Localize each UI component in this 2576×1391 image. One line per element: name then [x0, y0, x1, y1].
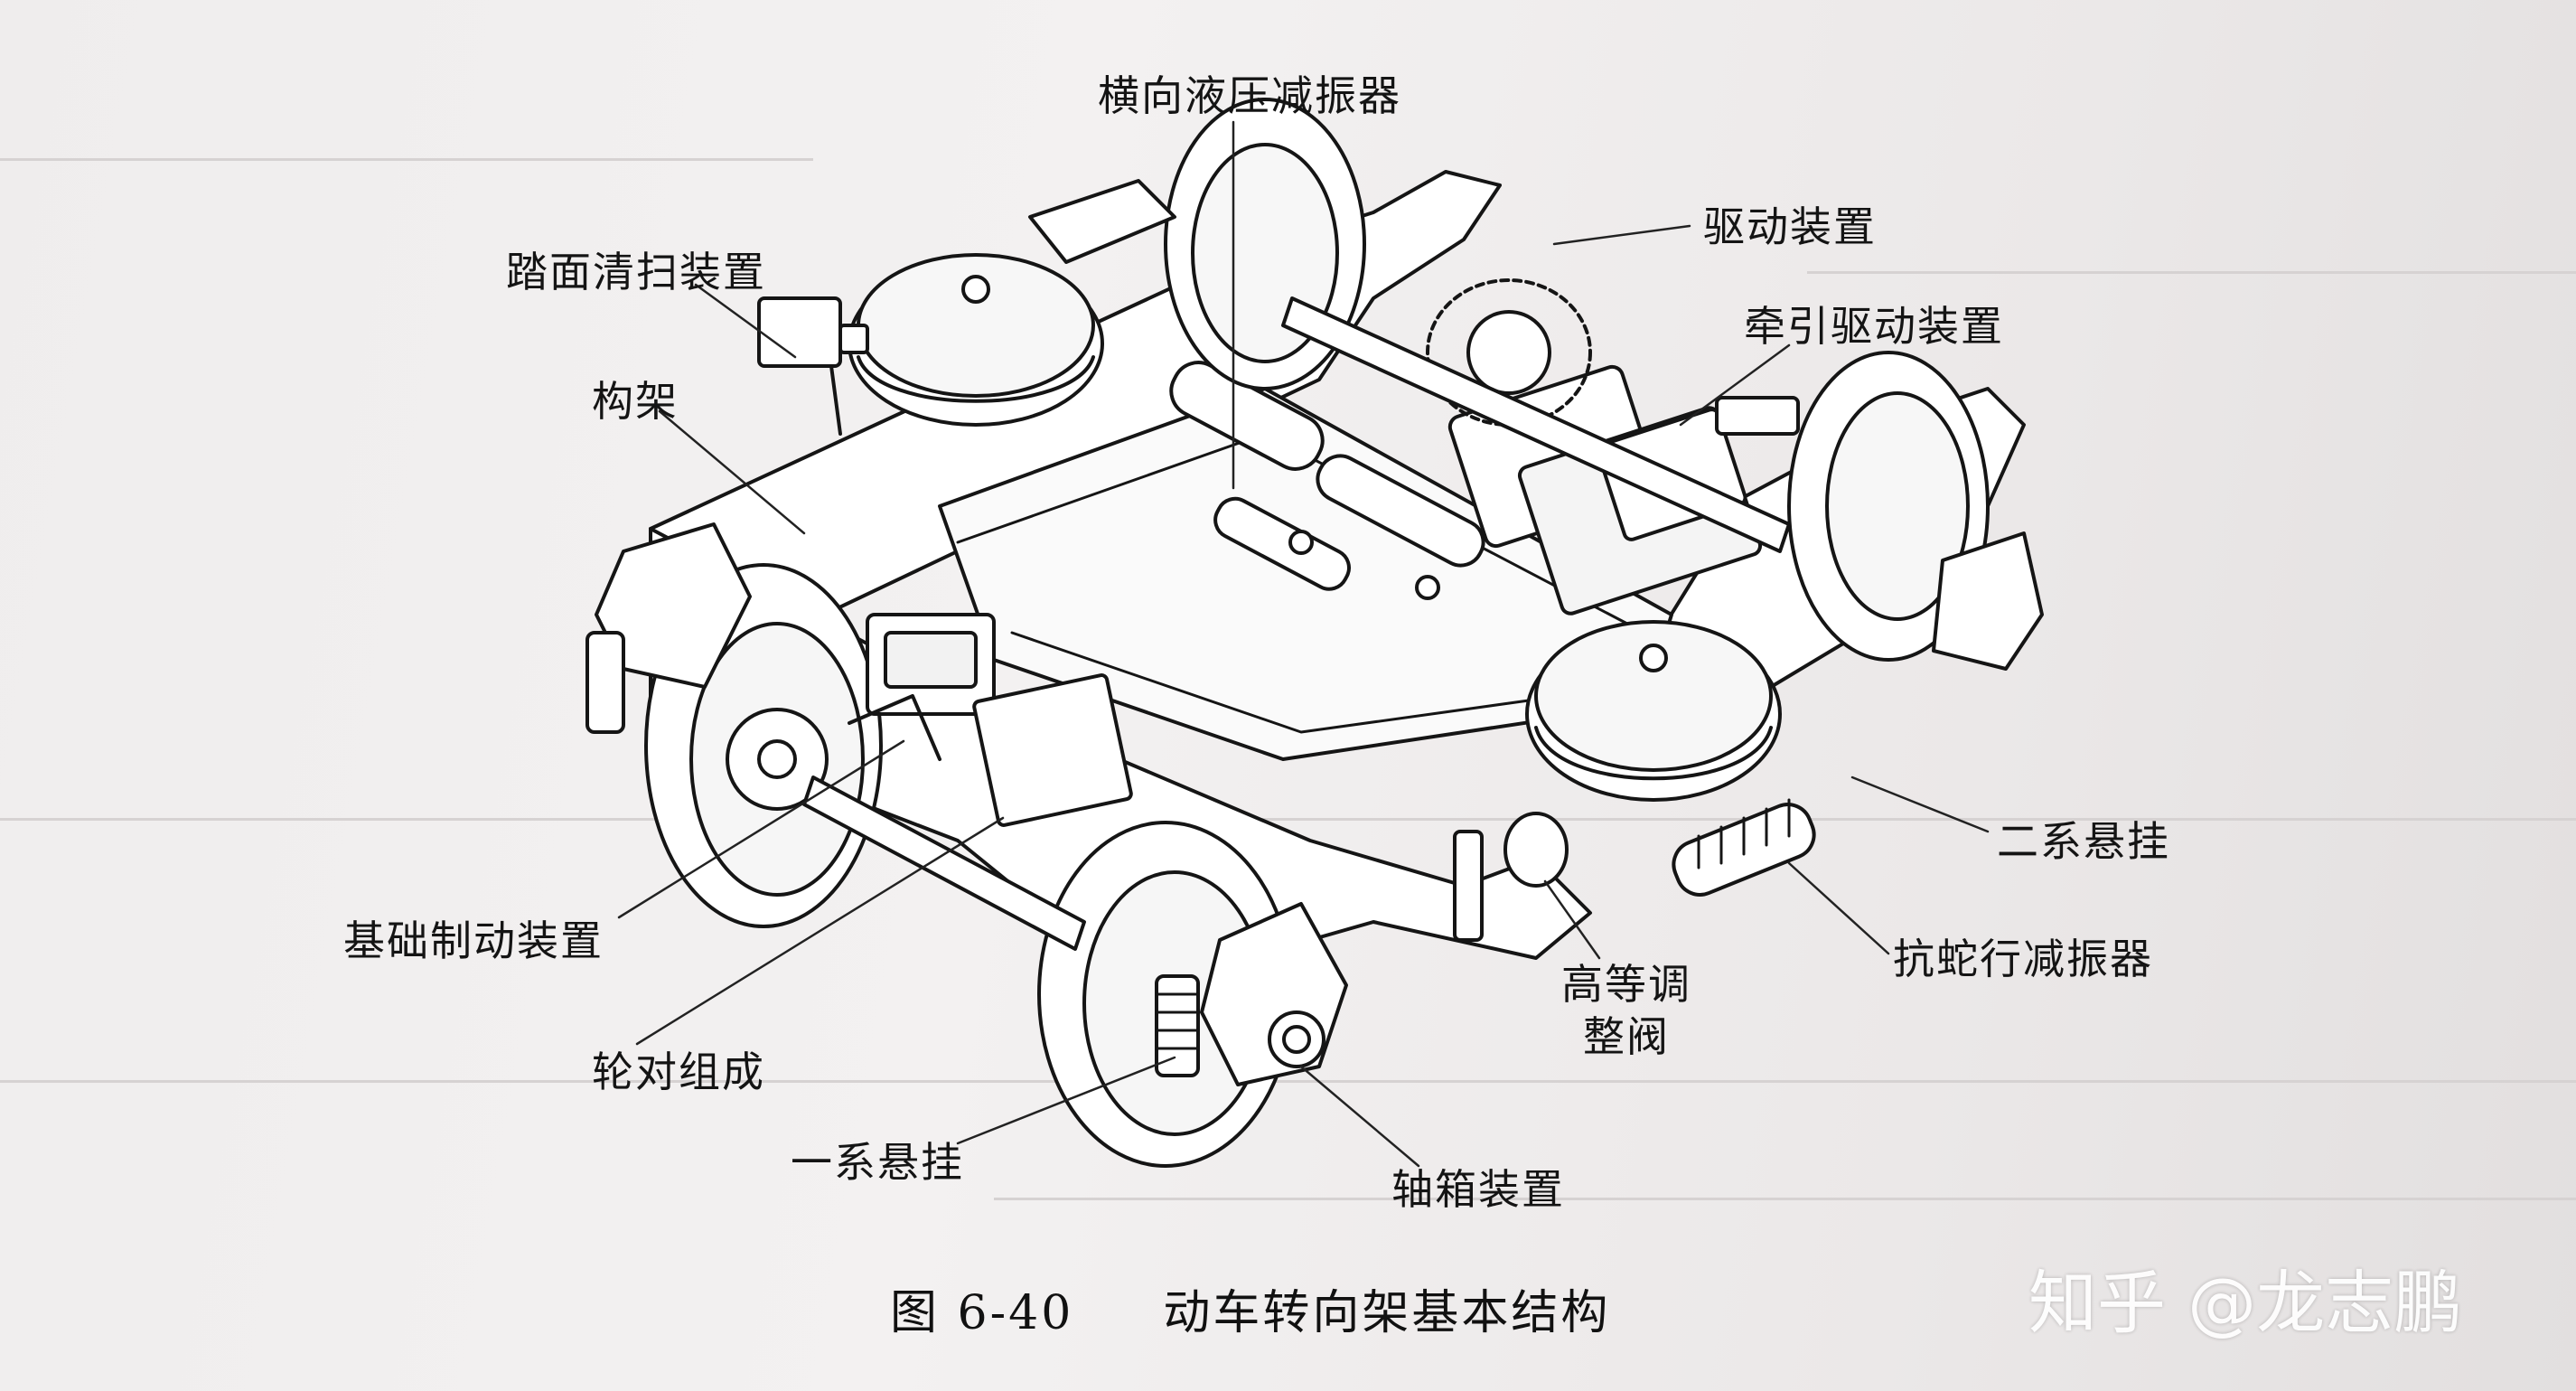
lateral-damper-assembly [1169, 361, 1485, 600]
bleed-through-line [0, 1080, 2576, 1083]
bleed-through-line [0, 158, 813, 161]
figure-title: 动车转向架基本结构 [1163, 1286, 1611, 1340]
label-height-valve: 高等调整阀 [1561, 960, 1691, 1061]
figure-caption: 图 6-40 动车转向架基本结构 [890, 1274, 1610, 1342]
label-wheelset: 轮对组成 [592, 1048, 765, 1096]
bleed-through-line [1807, 271, 2576, 274]
frame-bracket [1028, 179, 1176, 264]
leader-lines [617, 120, 1990, 1168]
bleed-through-line [0, 818, 2576, 821]
label-anti-yaw-damper: 抗蛇行减振器 [1893, 935, 2153, 983]
label-secondary-suspension: 二系悬挂 [1997, 817, 2170, 866]
wheelset-axle [802, 296, 1791, 951]
bleed-through-line [994, 1198, 2576, 1200]
height-valve [1453, 812, 1569, 942]
axle-box-front [1200, 902, 1348, 1086]
tread-cleaner [757, 296, 869, 436]
air-spring-front [1525, 620, 1782, 802]
figure-number: 图 6-40 [890, 1286, 1074, 1340]
anti-yaw-damper [1672, 798, 1816, 897]
label-axle-box: 轴箱装置 [1391, 1165, 1565, 1214]
primary-spring-front [1155, 974, 1200, 1077]
label-frame: 构架 [592, 377, 679, 426]
wheel-rear-right [1787, 351, 1990, 662]
label-tread-cleaner: 踏面清扫装置 [506, 248, 766, 296]
brake-unit [848, 613, 1133, 827]
label-lateral-damper: 横向液压减振器 [1098, 71, 1401, 120]
axle-box-rear-left [585, 522, 752, 734]
watermark-text: 知乎 @龙志鹏 [2028, 1263, 2463, 1343]
axle-box-right [1932, 531, 2044, 671]
label-traction-drive: 牵引驱动装置 [1744, 302, 2004, 351]
label-basic-brake: 基础制动装置 [343, 916, 604, 965]
air-spring-rear [848, 253, 1104, 427]
label-drive-device: 驱动装置 [1703, 202, 1877, 251]
label-primary-suspension: 一系悬挂 [791, 1138, 964, 1187]
